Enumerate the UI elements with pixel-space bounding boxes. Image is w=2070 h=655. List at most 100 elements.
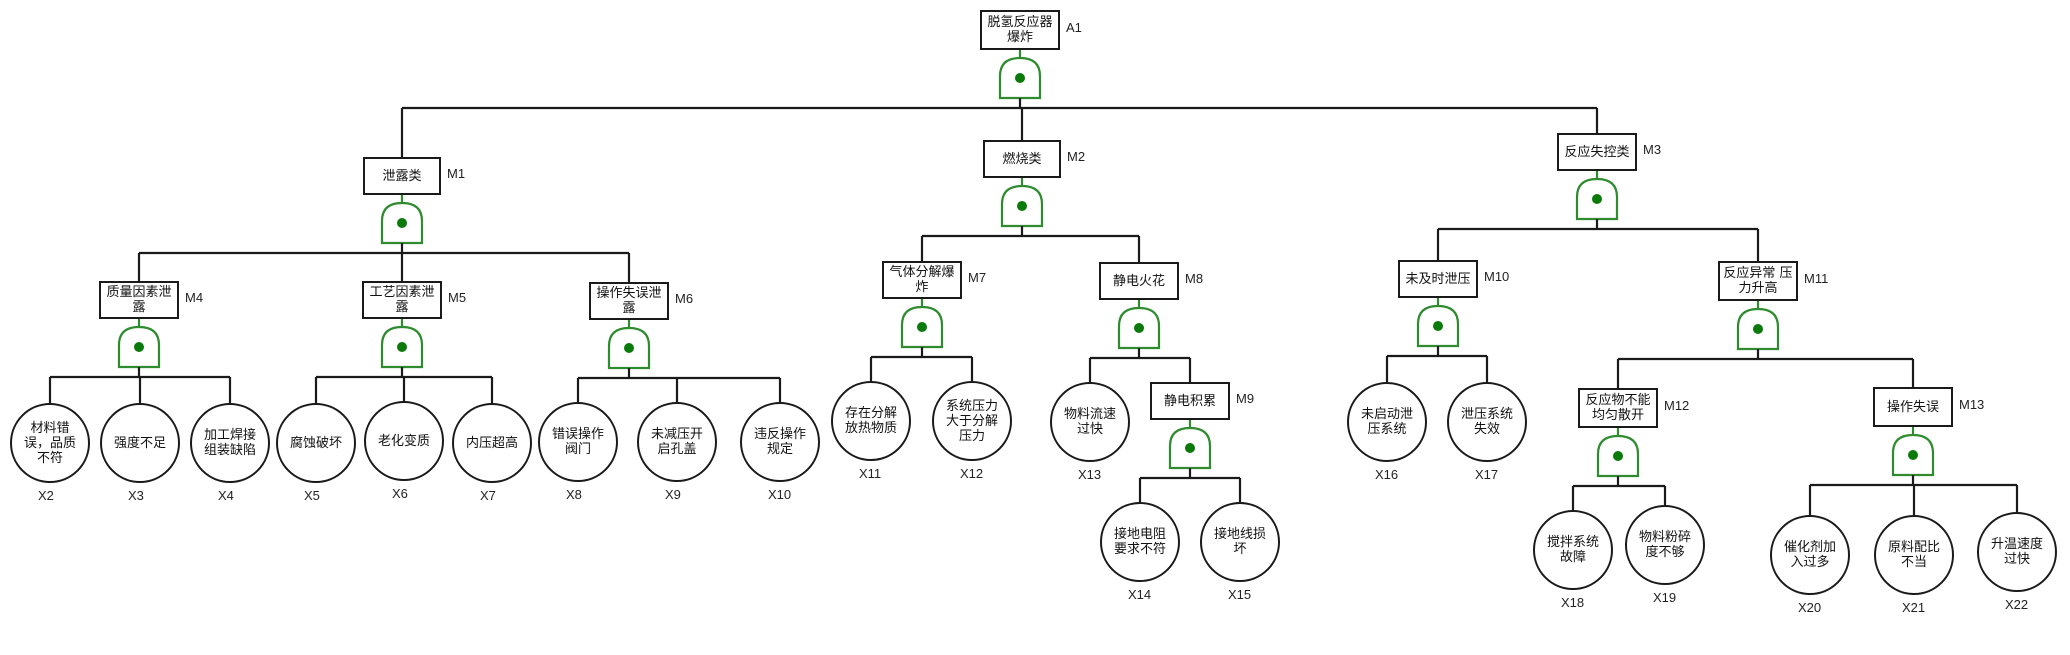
event-label: 反应失控类 <box>1564 144 1630 160</box>
event-label: 系统压力大于分解压力 <box>945 398 998 444</box>
event-label: 脱氢反应器爆炸 <box>987 15 1053 45</box>
event-label: 搅拌系统故障 <box>1546 535 1599 565</box>
event-label: 工艺因素泄露 <box>369 285 435 315</box>
event-label: 反应异常 压力升高 <box>1723 266 1793 296</box>
event-label: 静电积累 <box>1163 393 1216 409</box>
event-id-label: M12 <box>1664 398 1690 413</box>
basic-event-x16[interactable]: 未启动泄压系统 <box>1347 382 1427 462</box>
intermediate-event-m6[interactable]: 操作失误泄露 <box>589 282 669 320</box>
gate-dot <box>1592 194 1602 204</box>
event-id-label: M1 <box>447 166 466 181</box>
gate-dot <box>134 342 144 352</box>
event-label: 错误操作阀门 <box>551 427 604 457</box>
basic-event-x4[interactable]: 加工焊接组装缺陷 <box>190 403 270 483</box>
basic-event-x9[interactable]: 未减压开启孔盖 <box>637 402 717 482</box>
gate-dot <box>1613 451 1623 461</box>
or-gate-icon <box>1736 307 1780 351</box>
or-gate-icon <box>998 56 1042 100</box>
event-id-label: M9 <box>1236 391 1255 406</box>
event-id-label: M10 <box>1484 269 1510 284</box>
basic-event-x8[interactable]: 错误操作阀门 <box>538 402 618 482</box>
event-label: 腐蚀破坏 <box>289 435 342 451</box>
event-label: 燃烧类 <box>1002 151 1042 167</box>
event-label: 静电火花 <box>1112 273 1165 289</box>
basic-event-x15[interactable]: 接地线损坏 <box>1200 502 1280 582</box>
basic-event-x3[interactable]: 强度不足 <box>100 403 180 483</box>
event-id-label: M4 <box>185 290 204 305</box>
or-gate-icon <box>1168 426 1212 470</box>
event-label: 升温速度过快 <box>1990 537 2043 567</box>
event-id-label: M11 <box>1804 271 1829 286</box>
basic-event-x18[interactable]: 搅拌系统故障 <box>1533 510 1613 590</box>
event-id-label: M2 <box>1067 149 1086 164</box>
intermediate-event-m5[interactable]: 工艺因素泄露 <box>362 281 442 319</box>
event-label: 违反操作规定 <box>753 427 806 457</box>
event-id-label: X4 <box>218 488 234 503</box>
or-gate-icon <box>607 326 651 370</box>
intermediate-event-m9[interactable]: 静电积累 <box>1150 382 1230 420</box>
event-label: 存在分解放热物质 <box>844 406 897 436</box>
event-id-label: X17 <box>1475 467 1499 482</box>
event-id-label: X3 <box>128 488 144 503</box>
basic-event-x12[interactable]: 系统压力大于分解压力 <box>932 381 1012 461</box>
intermediate-event-m11[interactable]: 反应异常 压力升高 <box>1718 261 1798 301</box>
event-id-label: M6 <box>675 291 694 306</box>
or-gate-icon <box>900 305 944 349</box>
intermediate-event-a1[interactable]: 脱氢反应器爆炸 <box>980 10 1060 50</box>
basic-event-x13[interactable]: 物料流速过快 <box>1050 382 1130 462</box>
event-id-label: X9 <box>665 487 681 502</box>
event-id-label: X6 <box>392 486 408 501</box>
event-label: 老化变质 <box>377 433 430 449</box>
event-label: 气体分解爆炸 <box>889 265 955 295</box>
event-id-label: X15 <box>1228 587 1252 602</box>
basic-event-x7[interactable]: 内压超高 <box>452 403 532 483</box>
event-label: 催化剂加入过多 <box>1783 540 1836 570</box>
event-label: 接地线损坏 <box>1213 527 1266 557</box>
basic-event-x21[interactable]: 原料配比不当 <box>1874 515 1954 595</box>
intermediate-event-m8[interactable]: 静电火花 <box>1099 262 1179 300</box>
intermediate-event-m13[interactable]: 操作失误 <box>1873 387 1953 427</box>
intermediate-event-m7[interactable]: 气体分解爆炸 <box>882 261 962 299</box>
event-label: 材料错误，品质不符 <box>23 420 76 466</box>
basic-event-x11[interactable]: 存在分解放热物质 <box>831 381 911 461</box>
basic-event-x14[interactable]: 接地电阻要求不符 <box>1100 502 1180 582</box>
event-label: 强度不足 <box>113 435 166 451</box>
event-id-label: X22 <box>2005 597 2029 612</box>
gate-dot <box>1185 443 1195 453</box>
event-id-label: X21 <box>1902 600 1926 615</box>
basic-event-x17[interactable]: 泄压系统失效 <box>1447 382 1527 462</box>
event-id-label: X5 <box>304 488 320 503</box>
gate-dot <box>1015 73 1025 83</box>
event-id-label: X16 <box>1375 467 1399 482</box>
intermediate-event-m4[interactable]: 质量因素泄露 <box>99 281 179 319</box>
intermediate-event-m1[interactable]: 泄露类 <box>363 157 441 195</box>
basic-event-x10[interactable]: 违反操作规定 <box>740 402 820 482</box>
gate-dot <box>397 342 407 352</box>
basic-event-x19[interactable]: 物料粉碎度不够 <box>1625 505 1705 585</box>
intermediate-event-m3[interactable]: 反应失控类 <box>1557 133 1637 171</box>
event-id-label: X12 <box>960 466 984 481</box>
intermediate-event-m10[interactable]: 未及时泄压 <box>1398 260 1478 298</box>
basic-event-x5[interactable]: 腐蚀破坏 <box>276 403 356 483</box>
or-gate-icon <box>380 325 424 369</box>
event-id-label: M7 <box>968 270 987 285</box>
event-id-label: X20 <box>1798 600 1822 615</box>
event-label: 未及时泄压 <box>1405 271 1471 287</box>
intermediate-event-m2[interactable]: 燃烧类 <box>983 140 1061 178</box>
event-label: 接地电阻要求不符 <box>1113 527 1166 557</box>
gate-dot <box>1134 323 1144 333</box>
gate-dot <box>624 343 634 353</box>
event-label: 物料流速过快 <box>1063 407 1116 437</box>
basic-event-x20[interactable]: 催化剂加入过多 <box>1770 515 1850 595</box>
or-gate-icon <box>1596 434 1640 478</box>
intermediate-event-m12[interactable]: 反应物不能均匀散开 <box>1578 388 1658 428</box>
event-id-label: X13 <box>1078 467 1102 482</box>
basic-event-x22[interactable]: 升温速度过快 <box>1977 512 2057 592</box>
basic-event-x2[interactable]: 材料错误，品质不符 <box>10 403 90 483</box>
event-id-label: X19 <box>1653 590 1677 605</box>
event-label: 原料配比不当 <box>1887 540 1940 570</box>
event-label: 未启动泄压系统 <box>1360 407 1413 437</box>
basic-event-x6[interactable]: 老化变质 <box>364 401 444 481</box>
event-id-label: X10 <box>768 487 792 502</box>
